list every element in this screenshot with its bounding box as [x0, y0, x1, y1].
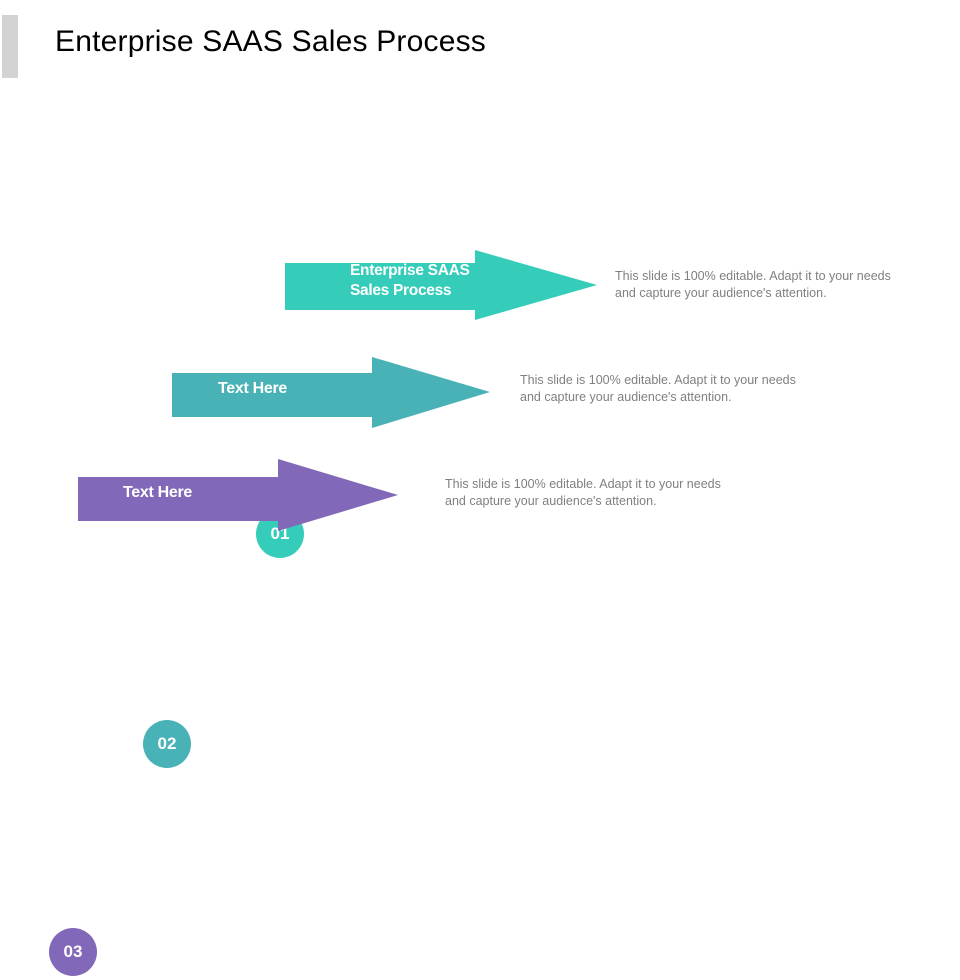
step-badge-2[interactable]: 02 — [139, 716, 195, 772]
slide-canvas: Enterprise SAAS Sales Process 01 Enterpr… — [2, 15, 891, 976]
arrow-shape-3 — [78, 459, 398, 531]
arrow-shape-1 — [285, 250, 597, 320]
step-description-3: This slide is 100% editable. Adapt it to… — [445, 477, 721, 508]
page-title: Enterprise SAAS Sales Process — [55, 25, 486, 58]
step-number-3: 03 — [49, 928, 97, 976]
title-accent-bar — [2, 15, 18, 78]
step-badge-3[interactable]: 03 — [45, 924, 101, 980]
step-badge-1[interactable]: 01 — [252, 506, 308, 562]
step-number-2: 02 — [143, 720, 191, 768]
step-description-2: This slide is 100% editable. Adapt it to… — [520, 373, 796, 404]
step-label-3: Text Here — [123, 484, 193, 501]
arrow-shape-2 — [172, 357, 490, 428]
step-label-1: Enterprise SAAS Sales Process — [350, 262, 470, 299]
step-label-2: Text Here — [218, 380, 288, 397]
step-description-1: This slide is 100% editable. Adapt it to… — [615, 269, 891, 300]
